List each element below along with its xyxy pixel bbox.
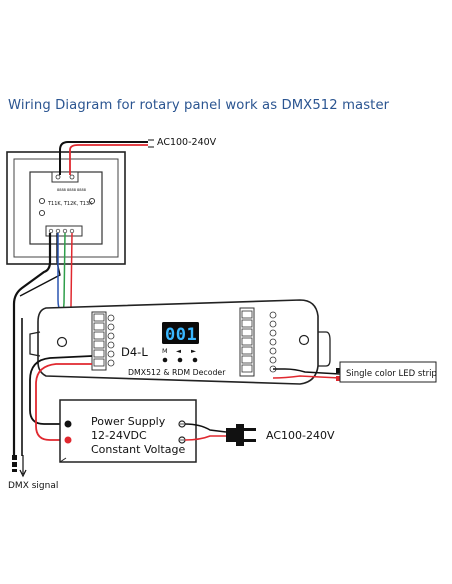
led-strip-box xyxy=(339,361,437,383)
panel-top-screw-1 xyxy=(55,174,61,180)
decoder-end-tab xyxy=(318,331,331,367)
psu-line1: Power Supply xyxy=(91,415,166,428)
dmx-arrow xyxy=(12,455,27,478)
decoder-display xyxy=(162,322,199,344)
led-strip-wires xyxy=(272,368,341,381)
psu-terminal-plus xyxy=(64,436,72,444)
panel-terminal-screw-3 xyxy=(62,228,68,234)
rotary-panel: 8888 8888 8888 T11K, T12K, T13K xyxy=(6,151,126,265)
plug-prong-2 xyxy=(244,439,256,442)
panel-top-terminal xyxy=(51,171,79,183)
panel-terminal-screw-4 xyxy=(69,228,75,234)
decoder-model: D4-L xyxy=(121,345,148,359)
decoder-button-label-left: ◄ xyxy=(176,347,181,355)
decoder-button-m xyxy=(162,357,168,363)
decoder-mount-hole-left xyxy=(56,336,68,348)
panel-small-text: 8888 8888 8888 xyxy=(57,188,86,192)
plug-prong-1 xyxy=(244,428,256,431)
decoder-mount-hole-right xyxy=(298,334,310,346)
panel-terminal-screw-1 xyxy=(48,228,54,234)
psu-line2: 12-24VDC xyxy=(91,429,147,442)
plug-body xyxy=(226,424,244,446)
panel-terminal-screw-2 xyxy=(55,228,61,234)
decoder-input-terminals xyxy=(91,311,115,371)
decoder-display-digits: 001 xyxy=(165,325,197,345)
power-wires xyxy=(29,355,93,441)
panel-ac-wires xyxy=(59,139,154,175)
power-supply xyxy=(59,399,197,463)
decoder-left-tab xyxy=(29,331,41,357)
dmx-signal-label: DMX signal xyxy=(8,481,58,491)
panel-screw-left xyxy=(38,197,46,205)
decoder-button-label-m: M xyxy=(162,347,168,355)
decoder-button-label-right: ► xyxy=(191,347,196,355)
decoder-output-terminals xyxy=(239,307,277,377)
diagram-title: Wiring Diagram for rotary panel work as … xyxy=(8,98,390,113)
decoder-button-left xyxy=(177,357,183,363)
panel-top-screw-2 xyxy=(69,174,75,180)
psu-terminal-minus xyxy=(64,420,72,428)
panel-frame-inner xyxy=(13,158,119,258)
psu-line3: Constant Voltage xyxy=(91,443,185,456)
psu-ac-label: AC100-240V xyxy=(266,429,335,442)
panel-ac-label: AC100-240V xyxy=(157,137,217,148)
decoder-unit: 001 D4-L M ◄ ► DMX512 & RDM Decoder xyxy=(29,299,331,385)
ac-plug xyxy=(184,423,256,446)
decoder-button-right xyxy=(192,357,198,363)
panel-screw-right xyxy=(88,197,96,205)
led-strip-label: Single color LED strip xyxy=(346,369,437,379)
panel-model-text: T11K, T12K, T13K xyxy=(47,201,93,207)
decoder-name: DMX512 & RDM Decoder xyxy=(128,368,226,377)
panel-screw-left-2 xyxy=(38,209,46,217)
